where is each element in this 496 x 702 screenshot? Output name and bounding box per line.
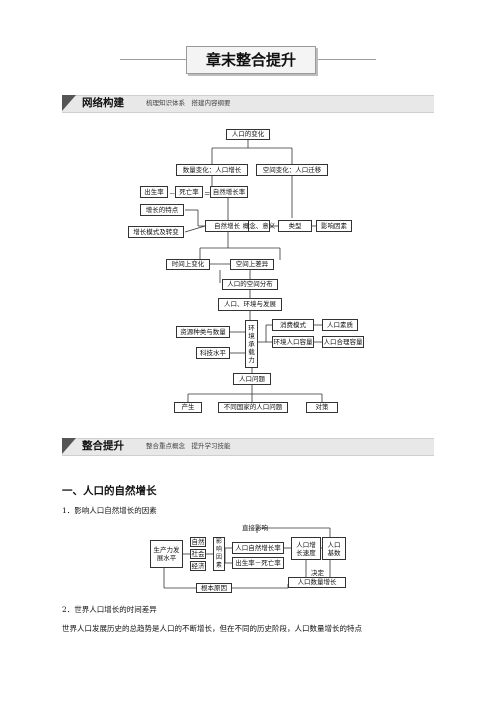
node-productivity: 生产力发展水平 bbox=[150, 540, 183, 568]
node-root-cause: 根本原因 bbox=[196, 583, 232, 593]
node-population-change: 人口的变化 bbox=[226, 129, 270, 140]
node-types: 类型 bbox=[278, 220, 312, 232]
section-marker-icon bbox=[62, 95, 76, 111]
node-origin: 产生 bbox=[174, 402, 202, 413]
node-pop-quality: 人口素质 bbox=[322, 319, 358, 331]
node-reasonable-capacity: 人口合理容量 bbox=[322, 336, 364, 348]
node-concept: 概念、意义 bbox=[243, 220, 275, 232]
node-natural-growth-rate: 自然增长率 bbox=[210, 186, 248, 198]
node-influence-factors: 影响因素 bbox=[213, 537, 225, 571]
item-2: 2．世界人口增长的时间差异 bbox=[62, 605, 157, 614]
node-nature: 自然 bbox=[190, 537, 206, 547]
node-time-change: 时间上变化 bbox=[166, 259, 210, 270]
title-rule-left bbox=[120, 59, 186, 60]
title-rule-right bbox=[316, 59, 376, 60]
node-country-problems: 不同国家的人口问题 bbox=[218, 402, 288, 413]
node-growth-model: 增长模式及转变 bbox=[128, 226, 184, 238]
heading-natural-growth: 一、人口的自然增长 bbox=[62, 485, 157, 497]
node-birth-rate: 出生率 bbox=[140, 186, 168, 198]
node-tech-level: 科技水平 bbox=[196, 347, 230, 359]
node-space-diff: 空间上差异 bbox=[230, 259, 274, 270]
page-title: 章末整合提升 bbox=[186, 46, 316, 74]
node-society: 社会 bbox=[190, 549, 206, 559]
node-space-change: 空间变化：人口迁移 bbox=[256, 164, 328, 176]
op-minus: － bbox=[169, 190, 176, 198]
node-env-capacity: 环境承载力 bbox=[245, 320, 258, 368]
node-pop-problems: 人口问题 bbox=[233, 373, 271, 385]
section-title-network: 网络构建 bbox=[82, 97, 124, 109]
node-natural-growth-rate-2: 人口自然增长率 bbox=[232, 542, 284, 554]
item-1: 1．影响人口自然增长的因素 bbox=[62, 506, 157, 515]
section-bar-integrate bbox=[62, 438, 434, 456]
node-pop-env-dev: 人口、环境与发展 bbox=[218, 298, 282, 311]
node-pop-growth: 人口数量增长 bbox=[288, 577, 346, 588]
node-factors: 影响因素 bbox=[316, 220, 352, 232]
op-equals: ＝ bbox=[204, 190, 211, 198]
node-consumption: 消费模式 bbox=[272, 319, 314, 331]
node-env-pop-capacity: 环境人口容量 bbox=[272, 336, 314, 348]
section-subtitle-integrate: 整合重点概念 提升学习技能 bbox=[146, 442, 231, 450]
node-quantity-change: 数量变化：人口增长 bbox=[176, 164, 248, 176]
node-birth-minus-death: 出生率－死亡率 bbox=[232, 557, 284, 569]
label-direct-influence: 直接影响 bbox=[242, 524, 268, 532]
section-subtitle-network: 梳理知识体系 搭建内容纲要 bbox=[146, 99, 231, 107]
node-solutions: 对策 bbox=[306, 402, 338, 413]
node-economy: 经济 bbox=[190, 561, 206, 571]
node-death-rate: 死亡率 bbox=[175, 186, 203, 198]
node-spatial-distribution: 人口的空间分布 bbox=[222, 279, 278, 290]
node-resources: 资源种类与数量 bbox=[176, 326, 230, 338]
section-marker-icon bbox=[62, 438, 76, 454]
node-growth-speed: 人口增长速度 bbox=[291, 537, 321, 560]
paragraph: 世界人口发展历史的总趋势是人口的不断增长，但在不同的历史阶段，人口数量增长的特点 bbox=[62, 624, 362, 633]
section-title-integrate: 整合提升 bbox=[82, 440, 124, 452]
node-pop-base: 人口基数 bbox=[322, 537, 346, 560]
node-growth-features: 增长的特点 bbox=[140, 204, 184, 216]
section-bar-network bbox=[62, 95, 434, 113]
label-decide: 决定 bbox=[311, 569, 324, 577]
